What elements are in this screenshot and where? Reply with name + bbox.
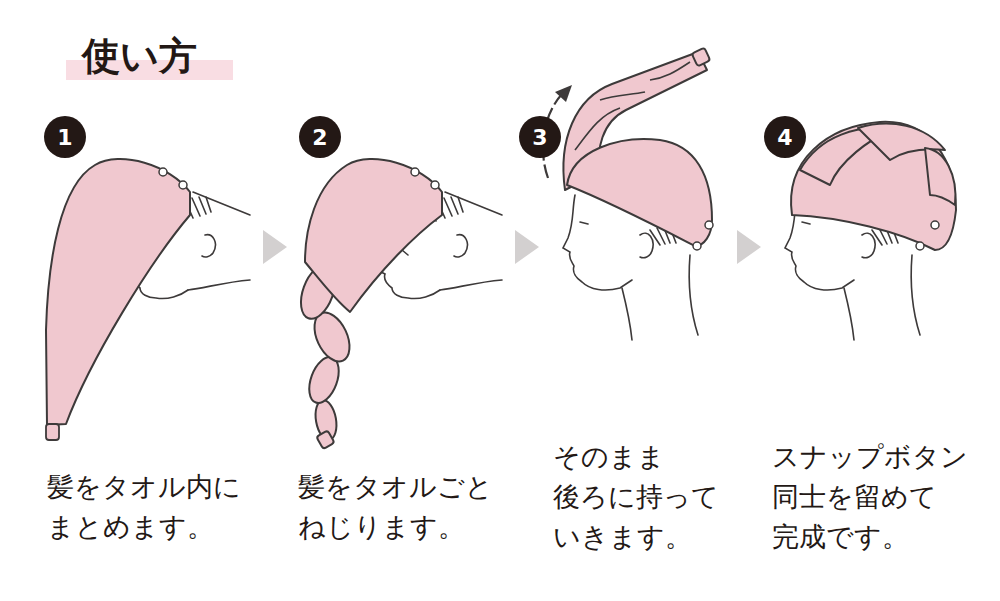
step-caption: スナップボタン 同士を留めて 完成です。 [772, 437, 990, 557]
callout-number: 1 [57, 125, 72, 150]
step-number-circle: 4 [764, 116, 806, 158]
step-caption: そのまま 後ろに持って いきます。 [553, 437, 771, 557]
step-caption: 髪をタオルごと ねじります。 [298, 467, 516, 547]
step-caption: 髪をタオル内に まとめます。 [47, 467, 265, 547]
step-number-circle: 2 [299, 116, 341, 158]
callout-number: 2 [312, 125, 327, 150]
callout-number: 4 [777, 125, 792, 150]
step-number-circle: 3 [519, 116, 561, 158]
callout-number: 3 [532, 125, 547, 150]
title-text: 使い方 [82, 34, 197, 78]
step-number-circle: 1 [44, 116, 86, 158]
